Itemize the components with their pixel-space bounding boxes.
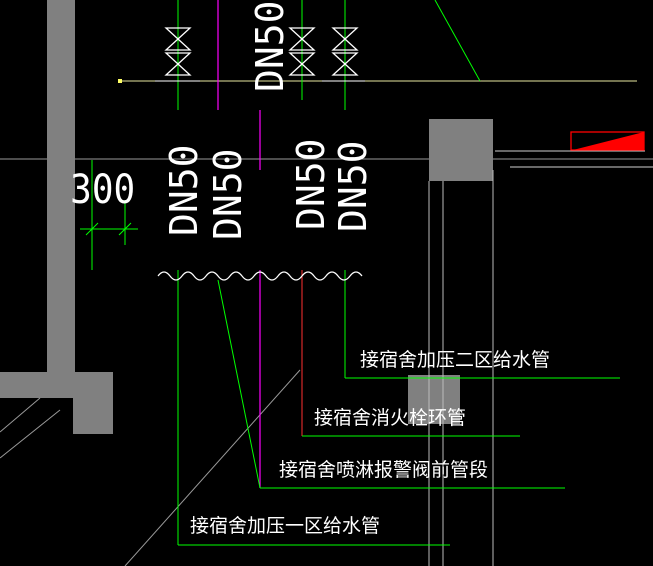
label-sprinkler-valve: 接宿舍喷淋报警阀前管段 xyxy=(279,459,488,481)
dimension-tick xyxy=(85,222,99,236)
pipe-size-top: DN50 xyxy=(248,0,292,92)
label-booster-zone2: 接宿舍加压二区给水管 xyxy=(360,349,550,371)
wall-foot xyxy=(73,372,113,434)
dimension-text: 300 xyxy=(70,166,135,212)
diagonal-line xyxy=(0,409,61,459)
pipe-size-3: DN50 xyxy=(289,138,333,230)
pipe-size-4: DN50 xyxy=(331,140,375,232)
label-booster-zone1: 接宿舍加压一区给水管 xyxy=(190,515,380,537)
valve-icon xyxy=(288,27,316,76)
column-block-small xyxy=(408,375,460,424)
column-block xyxy=(429,119,493,181)
leader-sprinkler-diagonal xyxy=(217,279,261,489)
node-marker xyxy=(118,79,122,83)
leader-diagonal-top xyxy=(434,0,481,82)
dimension-tick xyxy=(118,222,132,236)
red-arrow-icon xyxy=(570,131,645,151)
wall-vertical xyxy=(47,0,75,380)
pipe-size-2: DN50 xyxy=(206,148,250,240)
break-symbol-icon xyxy=(157,271,363,281)
diagonal-line xyxy=(124,369,301,566)
diagonal-line xyxy=(0,397,41,433)
valve-icon xyxy=(331,27,359,76)
label-fire-hydrant: 接宿舍消火栓环管 xyxy=(314,407,466,429)
valve-icon xyxy=(164,27,192,76)
pipe-size-1: DN50 xyxy=(162,144,206,236)
